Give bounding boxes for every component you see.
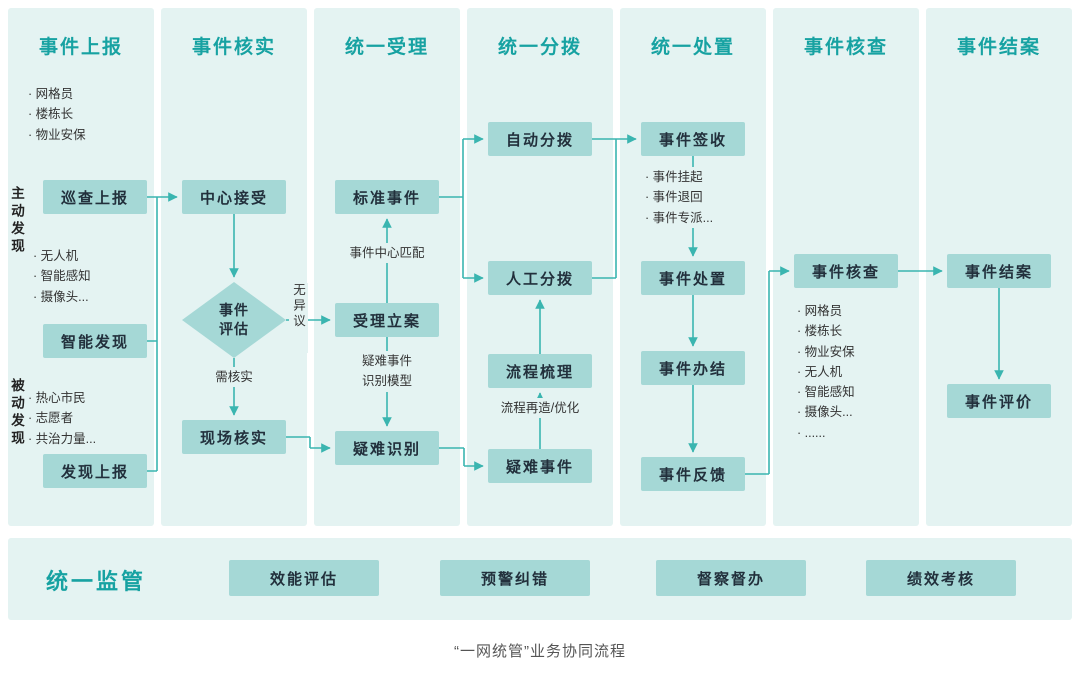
lane-header: 事件结案 — [956, 37, 1041, 58]
label-process-optimize: 流程再造/优化 — [482, 398, 598, 419]
arrow-identify-elbow — [439, 447, 465, 466]
note-citizens: · 热心市民 · 志愿者 · 共治力量... — [28, 391, 97, 446]
diagram-caption: “一网统管”业务协同流程 — [454, 643, 626, 660]
note-sensors: · 无人机 · 智能感知 · 摄像头... — [33, 249, 91, 304]
lane-header: 事件核实 — [191, 37, 276, 58]
label-need-verify: 需核实 — [196, 367, 272, 388]
lane-event-report: 事件上报 — [8, 8, 154, 526]
supervision-title: 统一监管 — [46, 569, 147, 594]
lane-header: 统一分拨 — [497, 37, 582, 58]
node-difficult-event: 疑难事件 — [488, 449, 592, 483]
node-center-accept: 中心接受 — [182, 180, 286, 214]
note-reporters: · 网格员 · 楼栋长 · 物业安保 — [28, 87, 86, 142]
side-label-active-discovery: 主动发现 — [9, 186, 24, 256]
label-difficult-model: 疑难事件 识别模型 — [335, 351, 439, 392]
arrow-report-collector — [147, 196, 158, 472]
node-event-handle: 事件处置 — [641, 261, 745, 295]
note-signoff-options: · 事件挂起 · 事件退回 · 事件专派... — [645, 167, 745, 228]
node-patrol-report: 巡查上报 — [43, 180, 147, 214]
node-manual-dispatch: 人工分拨 — [488, 261, 592, 295]
node-event-evaluation: 事件评价 — [947, 384, 1051, 418]
supervision-item-warning: 预警纠错 — [440, 560, 590, 596]
node-process-sorting: 流程梳理 — [488, 354, 592, 388]
node-smart-discovery: 智能发现 — [43, 324, 147, 358]
arrow-standard-branch — [439, 139, 464, 278]
node-auto-dispatch: 自动分拨 — [488, 122, 592, 156]
node-discovery-report: 发现上报 — [43, 454, 147, 488]
node-difficult-identify: 疑难识别 — [335, 431, 439, 465]
lane-header: 事件核查 — [803, 37, 888, 58]
lane-header: 事件上报 — [38, 37, 123, 58]
label-no-objection: 无异议 — [289, 283, 308, 353]
node-event-feedback: 事件反馈 — [641, 457, 745, 491]
side-label-passive-discovery: 被动发现 — [9, 378, 24, 448]
note-check-forces: · 网格员 · 楼栋长 · 物业安保 · 无人机 · 智能感知 · 摄像头...… — [797, 304, 855, 440]
supervision-item-performance: 绩效考核 — [866, 560, 1016, 596]
arrow-manual-merge — [592, 139, 617, 279]
node-event-close: 事件结案 — [947, 254, 1051, 288]
lane-header: 统一受理 — [344, 37, 429, 58]
node-event-signoff: 事件签收 — [641, 122, 745, 156]
arrow-onsite-elbow — [286, 436, 311, 448]
node-case-filing: 受理立案 — [335, 303, 439, 337]
supervision-item-inspect: 督察督办 — [656, 560, 806, 596]
label-center-match: 事件中心匹配 — [335, 243, 439, 264]
node-onsite-verify: 现场核实 — [182, 420, 286, 454]
arrow-feedback-elbow — [745, 271, 770, 475]
supervision-item-efficiency: 效能评估 — [229, 560, 379, 596]
lane-header: 统一处置 — [650, 37, 735, 58]
node-event-check: 事件核查 — [794, 254, 898, 288]
node-standard-event: 标准事件 — [335, 180, 439, 214]
node-event-complete: 事件办结 — [641, 351, 745, 385]
